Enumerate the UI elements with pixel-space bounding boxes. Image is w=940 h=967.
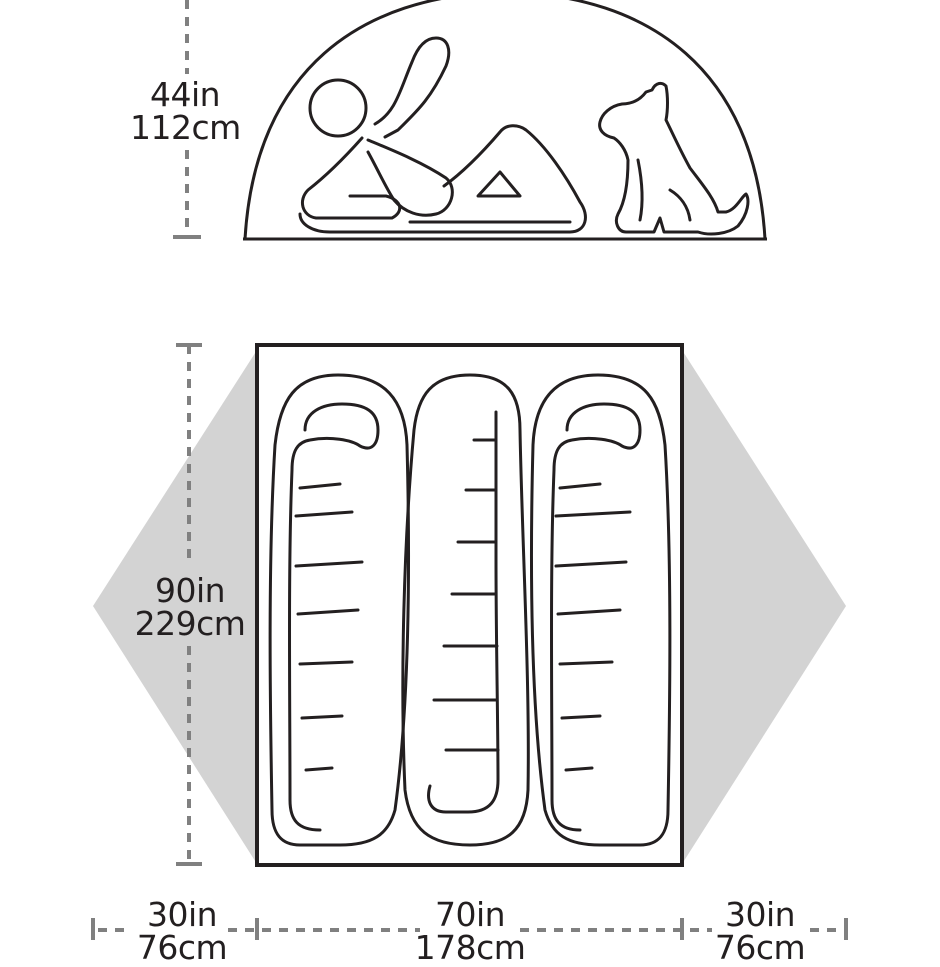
- width-dimension-line: [91, 918, 848, 940]
- vestibule-right-metric: 76cm: [714, 928, 806, 967]
- vestibule-right: [682, 350, 846, 864]
- vestibule-right-imperial: 30in: [724, 895, 796, 934]
- vestibule-left: [93, 350, 257, 864]
- vestibule-left-label: 30in 76cm: [122, 898, 242, 964]
- tent-dome-outline: [243, 0, 767, 241]
- floor-length-metric: 229cm: [134, 604, 246, 643]
- sleeping-bag-icon: [529, 373, 672, 847]
- vestibule-right-label: 30in 76cm: [700, 898, 820, 964]
- sleeping-bag-icon: [401, 373, 530, 847]
- length-dimension-line: [176, 343, 202, 866]
- sleeping-bag-icon: [268, 373, 411, 847]
- vestibule-left-imperial: 30in: [146, 895, 218, 934]
- vestibule-left-metric: 76cm: [136, 928, 228, 967]
- tent-diagram: [91, 0, 848, 940]
- height-dimension-line: [173, 0, 201, 239]
- peak-height-metric: 112cm: [130, 108, 241, 147]
- tent-floor-outline: [255, 343, 684, 867]
- peak-height-imperial: 44in: [149, 75, 221, 114]
- peak-height-label: 44in 112cm: [130, 75, 241, 147]
- floor-length-label: 90in 229cm: [128, 574, 252, 640]
- floor-length-imperial: 90in: [154, 571, 226, 610]
- floor-width-imperial: 70in: [434, 895, 506, 934]
- floor-width-label: 70in 178cm: [408, 898, 532, 964]
- reclining-person-icon: [298, 36, 587, 234]
- sitting-dog-icon: [598, 81, 750, 236]
- tent-side-profile: [243, 0, 767, 241]
- floor-width-metric: 178cm: [414, 928, 526, 967]
